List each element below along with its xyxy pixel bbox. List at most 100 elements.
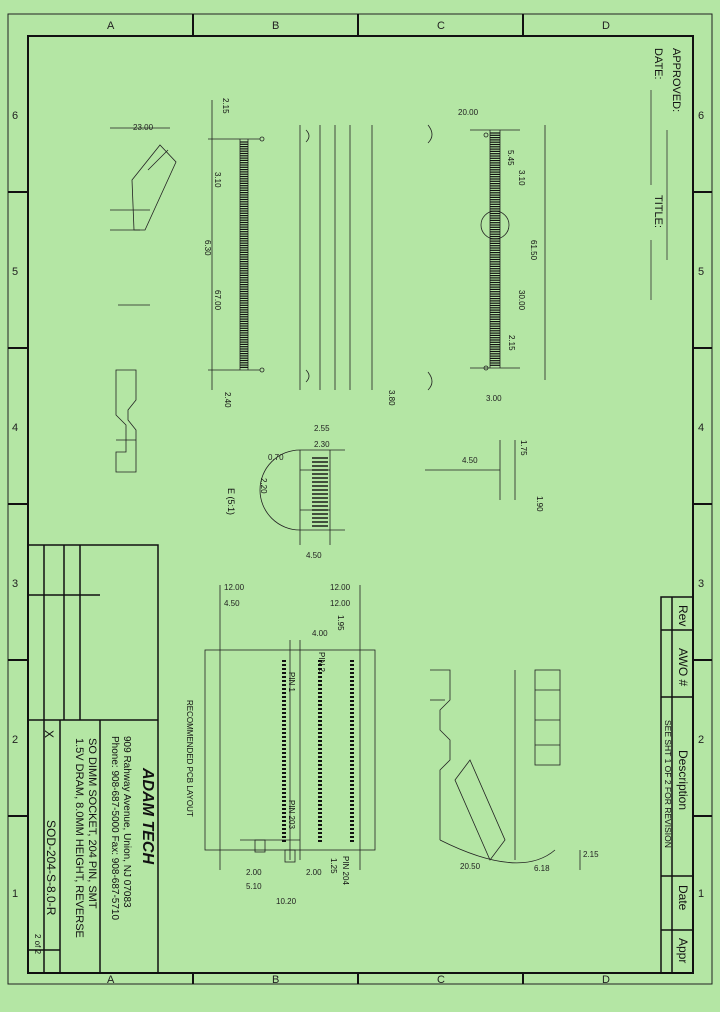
pin-row-right [427,124,546,391]
pcb-pad [318,752,322,754]
pcb-pad [282,792,286,794]
pcb-pad [318,832,322,834]
approved-label: APPROVED: [670,48,682,113]
pcb-pad [282,684,286,686]
pcb-pad [282,816,286,818]
dim-10-20: 10.20 [276,897,297,906]
pcb-pad [282,760,286,762]
pcb-pad [318,804,322,806]
pcb-pad [318,820,322,822]
pcb-pad [282,716,286,718]
pcb-pad [282,672,286,674]
pcb-pad [282,732,286,734]
pcb-pad [282,772,286,774]
pcb-pad [318,808,322,810]
pcb-pad [318,740,322,742]
pcb-pad [318,704,322,706]
pcb-pad [350,824,354,826]
pcb-pad [318,836,322,838]
top-letter-b: B [272,20,280,32]
company-name: ADAM TECH [139,768,156,864]
bottom-letter-b: B [272,974,280,986]
pcb-pad [318,744,322,746]
revision-block-frame [660,596,694,974]
pcb-pad [350,796,354,798]
pcb-pad [350,820,354,822]
dim-1-75: 1.75 [519,440,528,456]
dim-4-50: 4.50 [306,551,322,560]
pcb-pad [350,792,354,794]
date-label: DATE: [652,48,664,80]
awo-header: AWO # [676,648,690,687]
pcb-pad [350,836,354,838]
pcb-pad [350,772,354,774]
pcb-pad [318,788,322,790]
pcb-pad [318,716,322,718]
dim-5-10: 5.10 [246,882,262,891]
pcb-pad [350,660,354,662]
pin-203-label: PIN 203 [287,800,296,829]
pcb-pad [318,692,322,694]
pcb-pad [282,688,286,690]
pcb-pad [282,752,286,754]
dim-6-18: 6.18 [534,864,550,873]
zone-number-5-right: 5 [698,266,705,278]
pcb-pad [350,688,354,690]
pcb-pad [318,736,322,738]
company-phone: Phone: 908-687-5000 Fax: 908-687-5710 [109,736,120,921]
pcb-layout-frame [204,585,376,870]
pcb-pad [282,724,286,726]
pcb-pad [350,708,354,710]
zone-number-2-right: 2 [698,734,705,746]
zone-number-1-right: 1 [698,888,705,900]
pcb-pad [318,688,322,690]
size-mark: X [42,730,56,739]
pcb-pad [350,788,354,790]
pcb-pad [350,768,354,770]
side-profile-right [430,669,581,870]
pcb-pad [318,696,322,698]
zone-number-1: 1 [12,888,19,900]
rev-header: Rev [676,605,690,627]
pcb-pad [350,676,354,678]
pcb-pad [318,720,322,722]
dim-3-80: 3.80 [387,390,396,406]
description-line-1: SO DIMM SOCKET, 204 PIN, SMT [86,738,98,909]
pcb-pad [318,800,322,802]
revision-description: SEE SHT 1 OF 2 FOR REVISION [663,720,673,848]
pin-ticks-left [240,141,248,368]
dim-20: 20.00 [458,108,479,117]
pcb-pad [282,780,286,782]
pcb-pad [282,744,286,746]
detail-e [259,449,345,545]
dim-67: 67.00 [213,290,222,311]
zone-ticks [8,14,712,984]
pcb-pad [318,672,322,674]
pin-row-left-details [211,100,373,390]
pcb-pad [318,796,322,798]
pcb-pad [318,700,322,702]
dim-3-10: 3.10 [213,172,222,188]
pcb-pad [318,772,322,774]
bottom-letter-a: A [107,974,115,986]
dim-4-00: 4.00 [312,629,328,638]
dim-12-b: 12.00 [330,583,351,592]
pcb-pad [318,660,322,662]
pcb-pad [282,660,286,662]
pcb-pad [282,692,286,694]
dim-2-15-r: 2.15 [507,335,516,351]
dim-4-50-b: 4.50 [224,599,240,608]
pcb-pad [350,760,354,762]
pcb-pad [318,732,322,734]
zone-number-3-right: 3 [698,578,705,590]
pcb-pad [350,720,354,722]
pcb-pad [350,748,354,750]
dim-1-90: 1.90 [535,496,544,512]
pcb-pad [318,680,322,682]
pcb-pad [318,748,322,750]
pcb-pad [350,804,354,806]
pcb-pad [282,784,286,786]
pcb-pad [350,692,354,694]
pcb-pad [350,764,354,766]
dim-2-00-b: 2.00 [306,868,322,877]
